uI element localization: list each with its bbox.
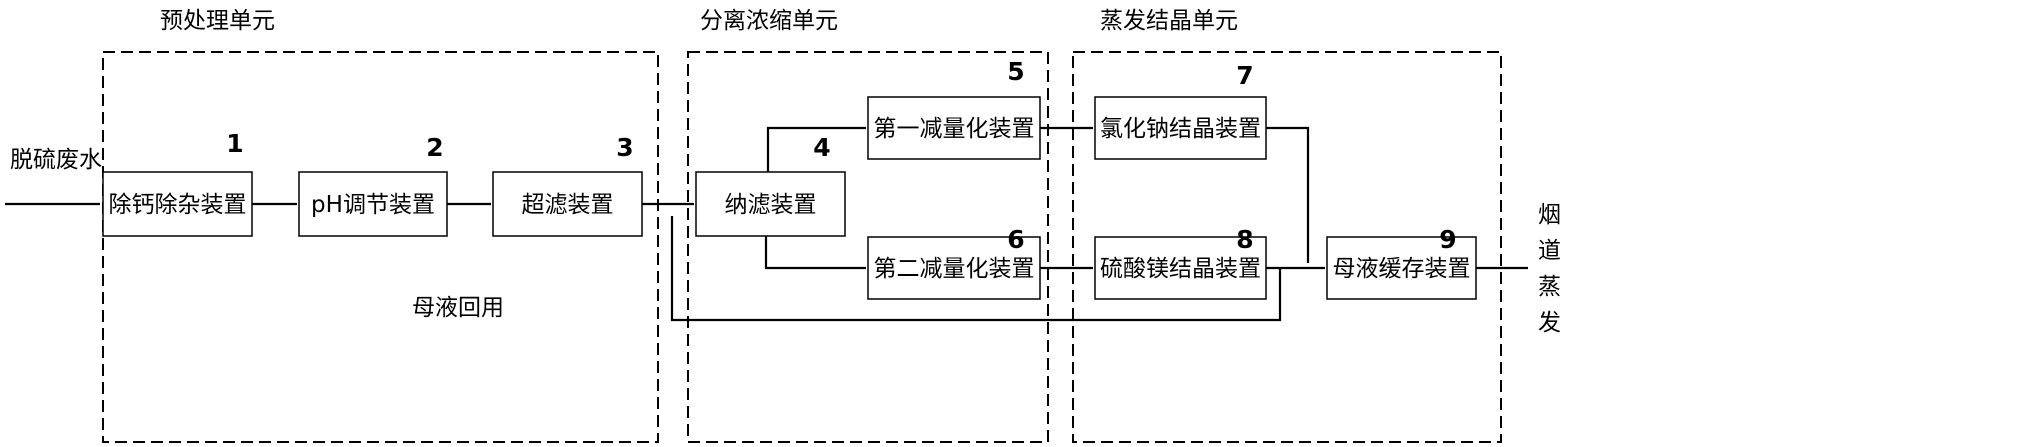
device-label: pH调节装置 bbox=[311, 192, 435, 218]
device-label: 超滤装置 bbox=[522, 192, 614, 218]
device-number: 3 bbox=[616, 133, 633, 162]
flow-arrow bbox=[764, 236, 866, 270]
device-label: 母液缓存装置 bbox=[1333, 256, 1471, 282]
device-box bbox=[695, 171, 846, 237]
device-number: 6 bbox=[1007, 225, 1024, 254]
device-box bbox=[867, 236, 1041, 300]
pretreatment-unit-title: 预处理单元 bbox=[160, 8, 275, 34]
device-number: 4 bbox=[813, 133, 830, 162]
device-label: 硫酸镁结晶装置 bbox=[1100, 256, 1261, 282]
device-5: 第一减量化装置 5 bbox=[867, 57, 1041, 160]
device-3: 超滤装置 3 bbox=[492, 133, 643, 237]
evaporation-unit-frame bbox=[1072, 51, 1502, 443]
device-box bbox=[1094, 236, 1267, 300]
device-label: 氯化钠结晶装置 bbox=[1100, 116, 1261, 142]
connectors bbox=[5, 126, 1528, 322]
output-char: 发 bbox=[1538, 310, 1561, 336]
flow-arrow bbox=[1266, 126, 1310, 263]
device-number: 5 bbox=[1007, 57, 1024, 86]
device-label: 纳滤装置 bbox=[725, 192, 817, 218]
device-box bbox=[102, 171, 253, 237]
device-box bbox=[298, 171, 448, 237]
device-label: 第一减量化装置 bbox=[874, 116, 1035, 142]
output-char: 道 bbox=[1538, 238, 1561, 264]
device-7: 氯化钠结晶装置 7 bbox=[1094, 61, 1267, 160]
pretreatment-unit-frame bbox=[102, 51, 659, 443]
device-label: 第二减量化装置 bbox=[874, 256, 1035, 282]
output-char: 烟 bbox=[1538, 202, 1561, 228]
device-1: 除钙除杂装置 1 bbox=[102, 129, 253, 237]
output-char: 蒸 bbox=[1538, 274, 1561, 300]
device-box bbox=[867, 96, 1041, 160]
device-8: 硫酸镁结晶装置 8 bbox=[1094, 225, 1267, 300]
device-box bbox=[1326, 236, 1477, 300]
device-box bbox=[492, 171, 643, 237]
device-number: 8 bbox=[1236, 225, 1253, 254]
input-label: 脱硫废水 bbox=[10, 147, 102, 173]
evaporation-unit-title: 蒸发结晶单元 bbox=[1100, 8, 1238, 34]
separation-unit-title: 分离浓缩单元 bbox=[700, 8, 838, 34]
device-9: 母液缓存装置 9 bbox=[1326, 225, 1477, 300]
recycle-label: 母液回用 bbox=[412, 295, 504, 321]
device-box bbox=[1094, 96, 1267, 160]
flow-arrow bbox=[766, 126, 866, 172]
device-number: 9 bbox=[1439, 225, 1456, 254]
device-6: 第二减量化装置 6 bbox=[867, 225, 1041, 300]
device-label: 除钙除杂装置 bbox=[109, 192, 247, 218]
device-number: 2 bbox=[426, 133, 443, 162]
device-2: pH调节装置 2 bbox=[298, 133, 448, 237]
output-label: 烟 道 蒸 发 bbox=[1538, 202, 1561, 336]
device-number: 7 bbox=[1236, 61, 1253, 90]
separation-unit-frame bbox=[687, 51, 1049, 443]
device-4: 纳滤装置 4 bbox=[695, 133, 846, 237]
device-number: 1 bbox=[226, 129, 243, 158]
recycle-arrow bbox=[670, 216, 1282, 322]
